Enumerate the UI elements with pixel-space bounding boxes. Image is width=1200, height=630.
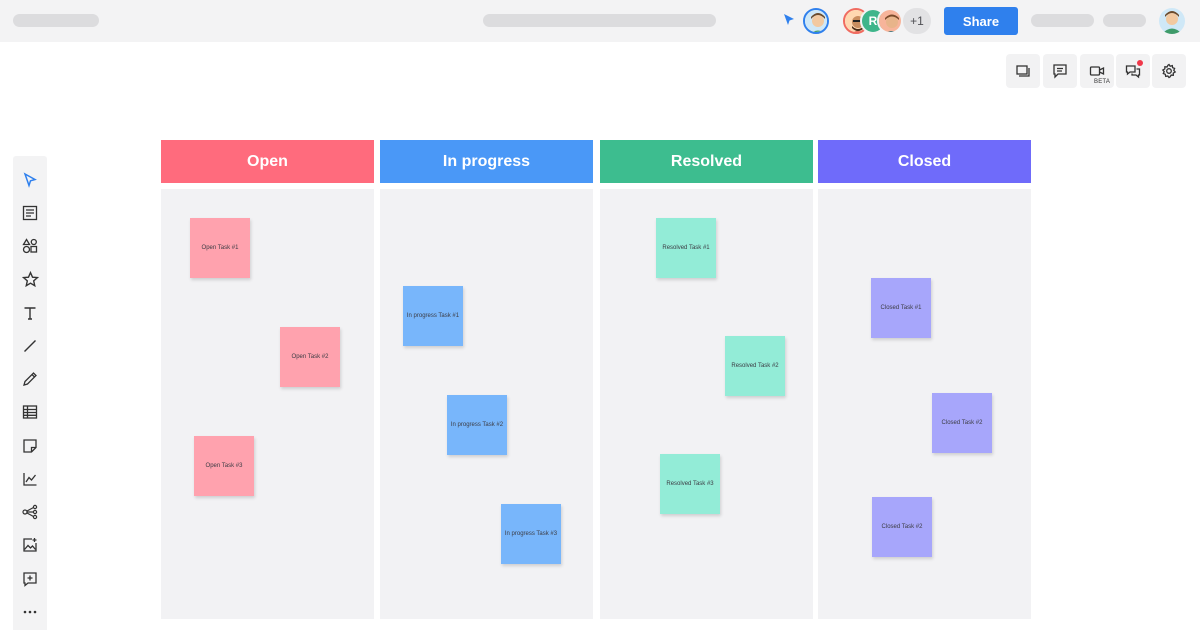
comments-icon	[1053, 64, 1067, 79]
sticky-note[interactable]: Resolved Task #1	[656, 218, 716, 278]
chat-button[interactable]	[1116, 54, 1150, 88]
search-placeholder[interactable]	[483, 14, 716, 27]
column-header-open[interactable]: Open	[161, 140, 374, 183]
text-block-icon	[22, 205, 38, 221]
sticky-note[interactable]: In progress Task #2	[447, 395, 507, 455]
column-header-in-progress[interactable]: In progress	[380, 140, 593, 183]
avatar-current-user[interactable]	[803, 8, 829, 34]
chart-tool[interactable]	[20, 469, 40, 489]
sticky-note[interactable]: Resolved Task #3	[660, 454, 720, 514]
menu-placeholder-1[interactable]	[1031, 14, 1094, 27]
sticky-note[interactable]: Closed Task #2	[872, 497, 932, 557]
image-icon	[23, 538, 37, 552]
column-header-closed[interactable]: Closed	[818, 140, 1031, 183]
sticky-note-icon	[23, 439, 37, 453]
beta-label: BETA	[1094, 79, 1111, 85]
shapes-tool[interactable]	[20, 236, 40, 256]
more-tools[interactable]	[20, 602, 40, 622]
sticky-note[interactable]: In progress Task #1	[403, 286, 463, 346]
sticky-note[interactable]: Resolved Task #2	[725, 336, 785, 396]
chat-icon	[1125, 65, 1141, 79]
pages-icon	[1016, 65, 1030, 77]
menu-placeholder-2[interactable]	[1103, 14, 1146, 27]
sticky-note[interactable]: Open Task #2	[280, 327, 340, 387]
settings-icon	[1161, 63, 1177, 79]
sticky-note[interactable]: Closed Task #2	[932, 393, 992, 453]
line-tool[interactable]	[20, 336, 40, 356]
star-icon	[21, 270, 39, 287]
sticky-note[interactable]: Open Task #3	[194, 436, 254, 496]
mind-map-icon	[22, 504, 38, 520]
chart-icon	[23, 473, 37, 486]
more-icon	[23, 610, 37, 614]
select-tool[interactable]	[20, 170, 40, 190]
text-icon	[24, 307, 36, 320]
avatar-collaborator-2[interactable]	[877, 8, 903, 34]
settings-button[interactable]	[1152, 54, 1186, 88]
line-icon	[24, 340, 36, 352]
video-icon	[1089, 66, 1105, 76]
add-frame-icon	[23, 572, 37, 587]
sticky-note[interactable]: In progress Task #3	[501, 504, 561, 564]
shapes-icon	[22, 238, 38, 254]
board-title-placeholder[interactable]	[13, 14, 99, 27]
top-bar: R +1 Share	[0, 0, 1200, 42]
pen-tool[interactable]	[20, 369, 40, 389]
table-tool[interactable]	[20, 402, 40, 422]
comments-button[interactable]	[1043, 54, 1077, 88]
video-button[interactable]	[1080, 54, 1114, 88]
sticky-note[interactable]: Open Task #1	[190, 218, 250, 278]
share-button[interactable]: Share	[944, 7, 1018, 35]
star-tool[interactable]	[20, 269, 40, 289]
pages-button[interactable]	[1006, 54, 1040, 88]
table-icon	[22, 405, 38, 419]
column-header-resolved[interactable]: Resolved	[600, 140, 813, 183]
text-tool[interactable]	[20, 303, 40, 323]
image-tool[interactable]	[20, 535, 40, 555]
pen-icon	[23, 372, 37, 386]
sticky-note[interactable]: Closed Task #1	[871, 278, 931, 338]
mind-map-tool[interactable]	[20, 502, 40, 522]
text-block-tool[interactable]	[20, 203, 40, 223]
left-toolbar	[13, 156, 47, 630]
cursor-icon	[784, 14, 794, 25]
select-icon	[23, 172, 37, 188]
more-collaborators-badge[interactable]: +1	[903, 8, 931, 34]
avatar-profile[interactable]	[1159, 8, 1185, 34]
chat-notification-dot	[1137, 60, 1143, 66]
sticky-note-tool[interactable]	[20, 436, 40, 456]
add-frame-tool[interactable]	[20, 569, 40, 589]
